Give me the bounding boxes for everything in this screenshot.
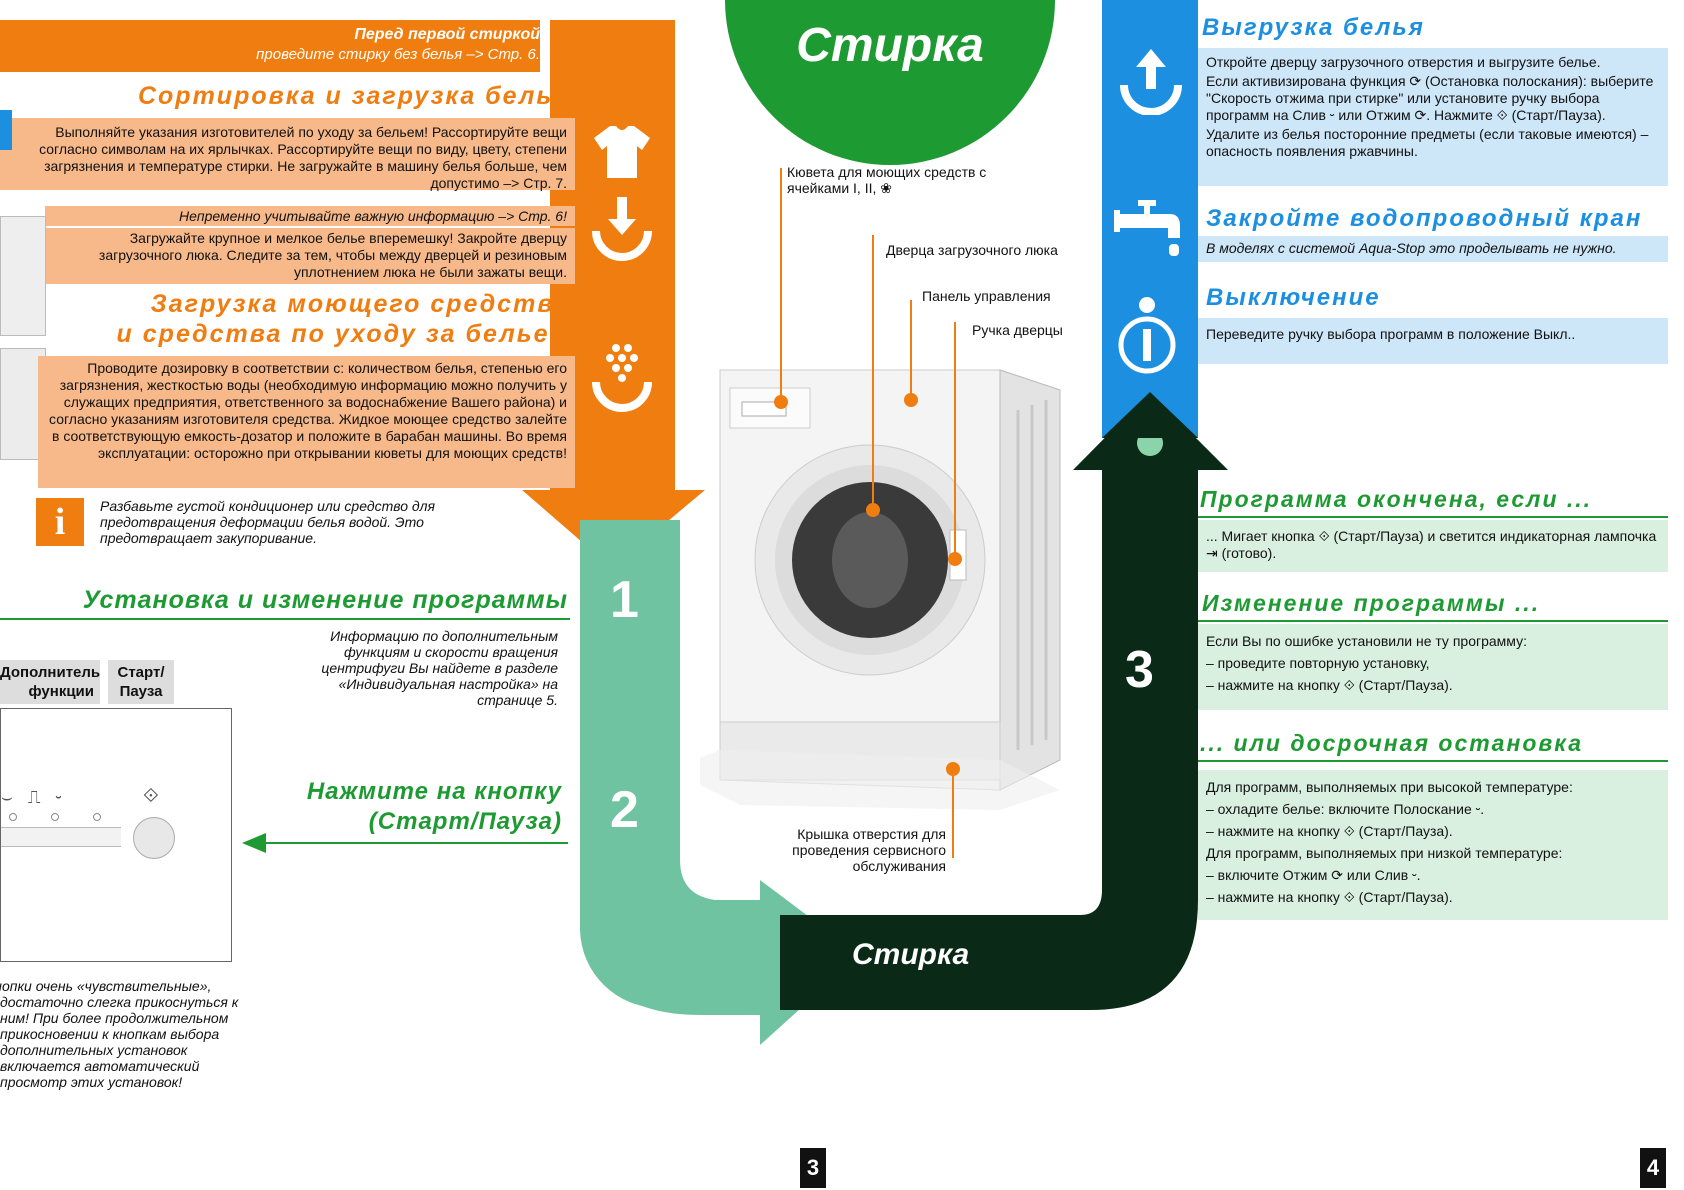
change-heading: Изменение программы ... [1202,590,1541,616]
title-circle [725,0,1055,165]
stop-heading: ... или досрочная остановка [1200,730,1584,756]
finished-text: ... Мигает кнопка ⟐ (Старт/Пауза) и свет… [1198,520,1668,572]
load-icon [592,197,652,261]
page-number-3: 3 [800,1148,826,1188]
unload-text-2: Если активизирована функция ⟳ (Остановка… [1206,73,1654,123]
detergent-text: Проводите дозировку в соответствии с: ко… [38,356,575,488]
stop-line: Для программ, выполняемых при низкой тем… [1206,845,1563,861]
program-heading: Установка и изменение программы [82,586,568,614]
change-item: – проведите повторную установку, [1206,655,1430,671]
unload-heading: Выгрузка белья [1202,14,1425,41]
press-button-text-2: (Старт/Пауза) [368,808,562,835]
sorting-heading: Сортировка и загрузка белья [137,82,570,110]
function-buttons[interactable] [1,827,121,847]
led-2 [51,813,59,821]
panel-symbols-icon: ⌣ ⎍ ⏑ [1,787,62,807]
unload-text-1: Откройте дверцу загрузочного отверстия и… [1206,54,1601,70]
unload-text-3: Удалите из белья посторонние предметы (е… [1206,126,1649,159]
start-pause-button[interactable] [133,817,175,859]
info-badge-icon: i [36,498,84,546]
led-1 [9,813,17,821]
press-button-text: Нажмите на кнопку [306,778,562,805]
off-text: Переведите ручку выбора программ в полож… [1198,318,1668,364]
unload-box: Откройте дверцу загрузочного отверстия и… [1198,48,1668,186]
label-door: Дверца загрузочного люка [886,242,1058,258]
detergent-heading-1: Загрузка моющего средства [150,290,570,318]
control-panel: ⌣ ⎍ ⏑ ⟐ [0,708,232,962]
stop-line: – нажмите на кнопку ⟐ (Старт/Пауза). [1206,823,1453,839]
tap-text: В моделях с системой Aqua-Stop это проде… [1198,236,1668,262]
start-symbol-icon: ⟐ [143,785,159,807]
before-wash-title: Перед первой стиркой [354,26,540,43]
unload-icon [1120,49,1182,115]
shirt-icon [594,126,650,178]
tap-icon [1114,200,1180,256]
stop-line: – включите Отжим ⟳ или Слив ⏑. [1206,867,1421,883]
loading-text: Загружайте крупное и мелкое белье вперем… [45,228,575,284]
step-number-2: 2 [610,781,639,839]
program-info: Информацию по дополнительным функциям и … [321,628,558,708]
change-box: Если Вы по ошибке установили не ту прогр… [1198,624,1668,710]
tap-heading: Закройте водопроводный кран [1206,205,1643,232]
teal-arrow [580,520,860,1045]
before-wash-banner: Перед первой стиркой проведите стирку бе… [0,20,540,72]
tab-extra-functions: Дополнительные функции [0,660,100,704]
change-intro: Если Вы по ошибке установили не ту прогр… [1206,633,1527,649]
tab-start-pause: Старт/ Пауза [108,660,174,704]
loading-illustration [0,216,46,336]
sorting-marker [0,110,12,150]
off-heading: Выключение [1206,284,1381,311]
info-note: Разбавьте густой кондиционер или средств… [100,498,436,546]
detergent-icon [592,344,652,412]
page-title: Стирка [796,19,984,72]
detergent-heading-2: и средства по уходу за бельем [116,320,570,348]
washing-machine [700,369,1061,810]
led-3 [93,813,101,821]
change-item: – нажмите на кнопку ⟐ (Старт/Пауза). [1206,677,1453,693]
label-service: Крышка отверстия для проведения сервисно… [792,826,946,874]
stop-line: Для программ, выполняемых при высокой те… [1206,779,1573,795]
important-note: Непременно учитывайте важную информацию … [45,206,575,226]
sensitive-note: Кнопки очень «чувствительные», достаточн… [0,978,239,1090]
before-wash-note: проведите стирку без белья –> Стр. 6. [256,46,540,63]
label-drawer: Кювета для моющих средств с ячейками I, … [787,164,987,196]
stop-box: Для программ, выполняемых при высокой те… [1198,770,1668,920]
label-handle: Ручка дверцы [972,322,1063,338]
finished-heading: Программа окончена, если ... [1200,486,1593,512]
label-panel: Панель управления [922,288,1051,304]
sorting-text: Выполняйте указания изготовителей по ухо… [0,118,575,191]
stop-line: – нажмите на кнопку ⟐ (Старт/Пауза). [1206,889,1453,905]
stop-line: – охладите белье: включите Полоскание ⏑. [1206,801,1485,817]
step-number-3: 3 [1125,641,1154,699]
page-number-4: 4 [1640,1148,1666,1188]
info-icon [1118,297,1176,374]
dark-band [780,450,1198,1010]
wash-label: Стирка [852,938,970,971]
step-number-1: 1 [610,571,639,629]
